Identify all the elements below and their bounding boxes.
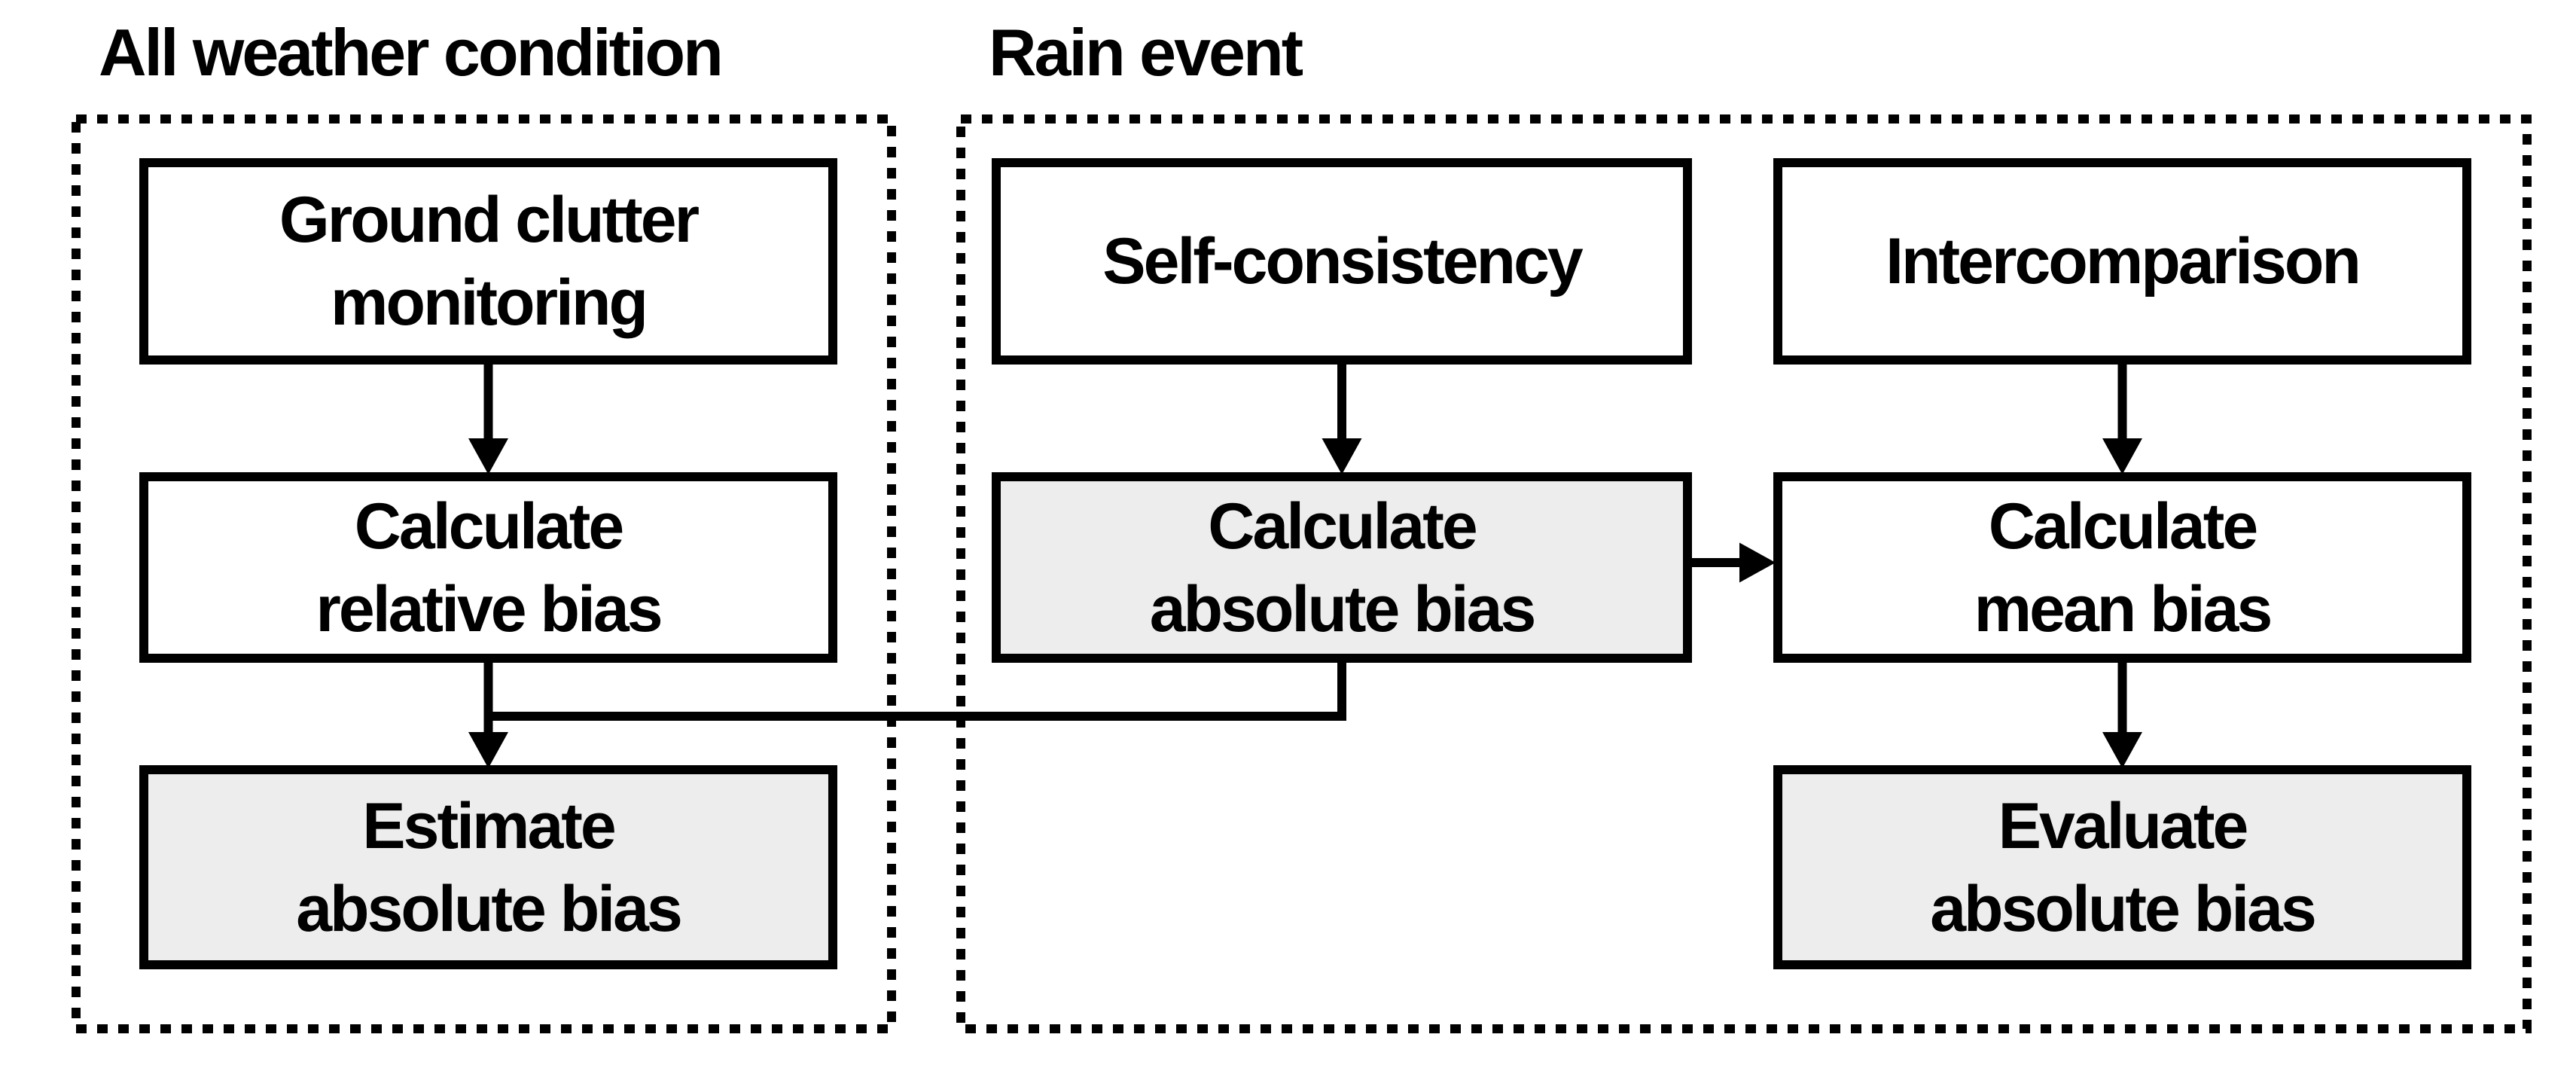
node-label-line: absolute bias — [1149, 572, 1537, 645]
arrow-absolute-bias-to-mean-bias — [1692, 542, 1776, 583]
node-label-line: absolute bias — [1930, 872, 2317, 945]
node-label-line: Calculate — [354, 490, 624, 563]
arrow-intercomparison-to-mean-bias — [2102, 365, 2142, 474]
node-label-line: Calculate — [1208, 490, 1477, 563]
node-label-line: Intercomparison — [1886, 225, 2361, 297]
node-label-line: Estimate — [362, 789, 616, 862]
node-label-line: Calculate — [1988, 490, 2258, 563]
connector-absolute-bias-to-estimate — [483, 663, 1346, 721]
arrow-mean-bias-to-evaluate — [2102, 663, 2142, 768]
all-weather-group-border — [72, 114, 896, 1033]
node-calculate-relative-bias: Calculate relative bias — [139, 472, 837, 663]
node-evaluate-absolute-bias: Evaluate absolute bias — [1773, 765, 2471, 969]
all-weather-group-title: All weather condition — [99, 15, 724, 90]
arrow-self-consistency-to-absolute-bias — [1322, 365, 1362, 474]
node-label-line: Evaluate — [1998, 789, 2249, 862]
node-label-line: relative bias — [316, 572, 663, 645]
node-ground-clutter-monitoring: Ground clutter monitoring — [139, 158, 837, 365]
arrow-ground-clutter-to-relative-bias — [468, 365, 508, 474]
node-calculate-mean-bias: Calculate mean bias — [1773, 472, 2471, 663]
arrow-into-estimate-absolute-bias — [468, 663, 508, 768]
node-estimate-absolute-bias: Estimate absolute bias — [139, 765, 837, 969]
node-label-line: Self-consistency — [1102, 225, 1583, 297]
node-calculate-absolute-bias: Calculate absolute bias — [992, 472, 1692, 663]
rain-event-group-border — [956, 114, 2532, 1033]
node-self-consistency: Self-consistency — [992, 158, 1692, 365]
node-label-line: absolute bias — [296, 872, 683, 945]
node-label-line: mean bias — [1974, 572, 2273, 645]
node-intercomparison: Intercomparison — [1773, 158, 2471, 365]
node-label-line: monitoring — [330, 267, 648, 339]
node-label-line: Ground clutter — [279, 184, 700, 256]
rain-event-group-title: Rain event — [989, 15, 1303, 90]
